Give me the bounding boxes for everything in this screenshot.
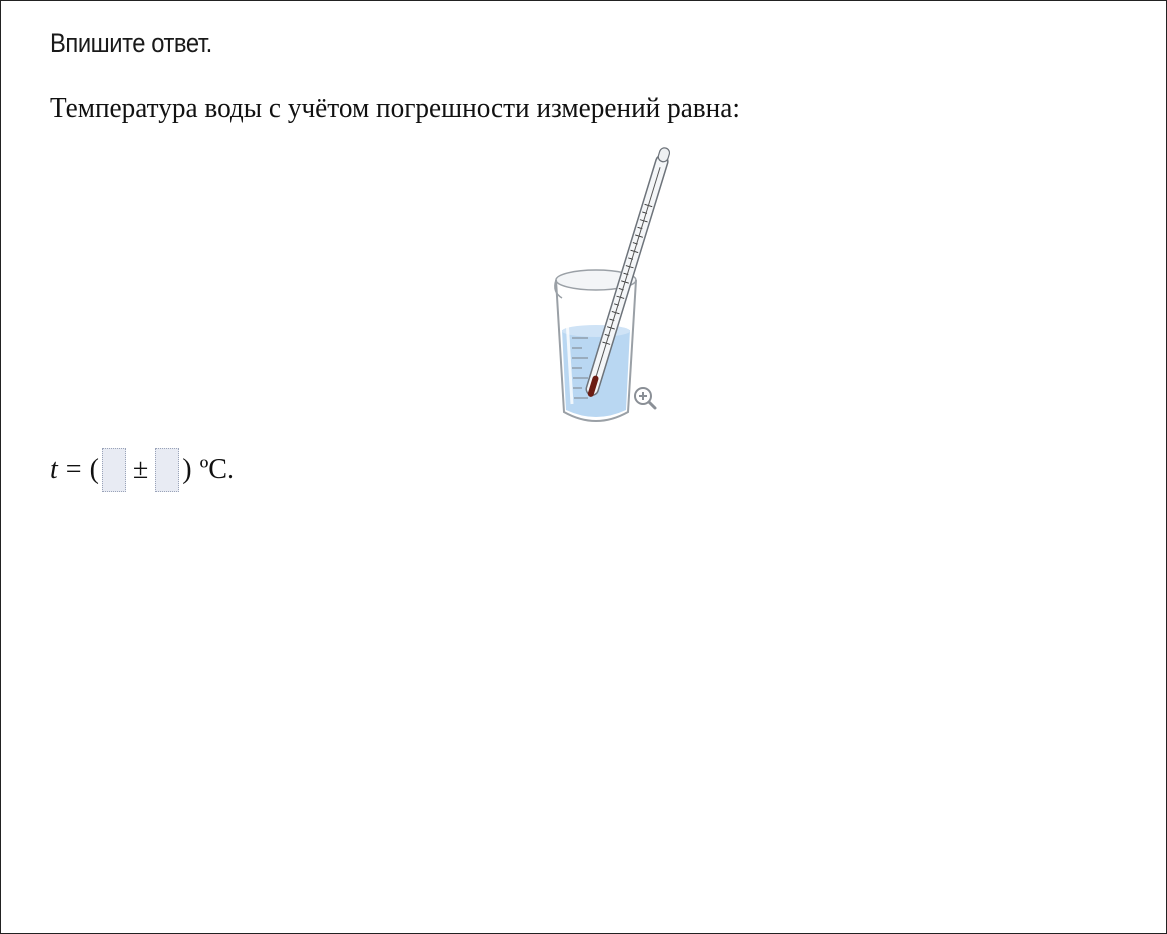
unit-label: ºC. xyxy=(199,454,234,485)
open-paren: ( xyxy=(89,454,99,485)
temperature-variable: t xyxy=(50,454,58,485)
close-paren: ) xyxy=(182,454,192,485)
answer-formula: t = ( ± ) ºC. xyxy=(50,446,234,494)
question-text: Температура воды с учётом погрешности из… xyxy=(50,92,740,124)
error-value-input[interactable] xyxy=(155,448,180,492)
thermometer-in-beaker-image[interactable] xyxy=(540,142,671,430)
temperature-value-input[interactable] xyxy=(101,448,126,492)
zoom-in-icon[interactable] xyxy=(634,387,657,410)
task-instruction: Впишите ответ. xyxy=(50,28,212,58)
thermometer-beaker-illustration xyxy=(554,147,671,422)
equals-sign: = xyxy=(65,454,82,485)
plus-minus-sign: ± xyxy=(132,454,149,485)
